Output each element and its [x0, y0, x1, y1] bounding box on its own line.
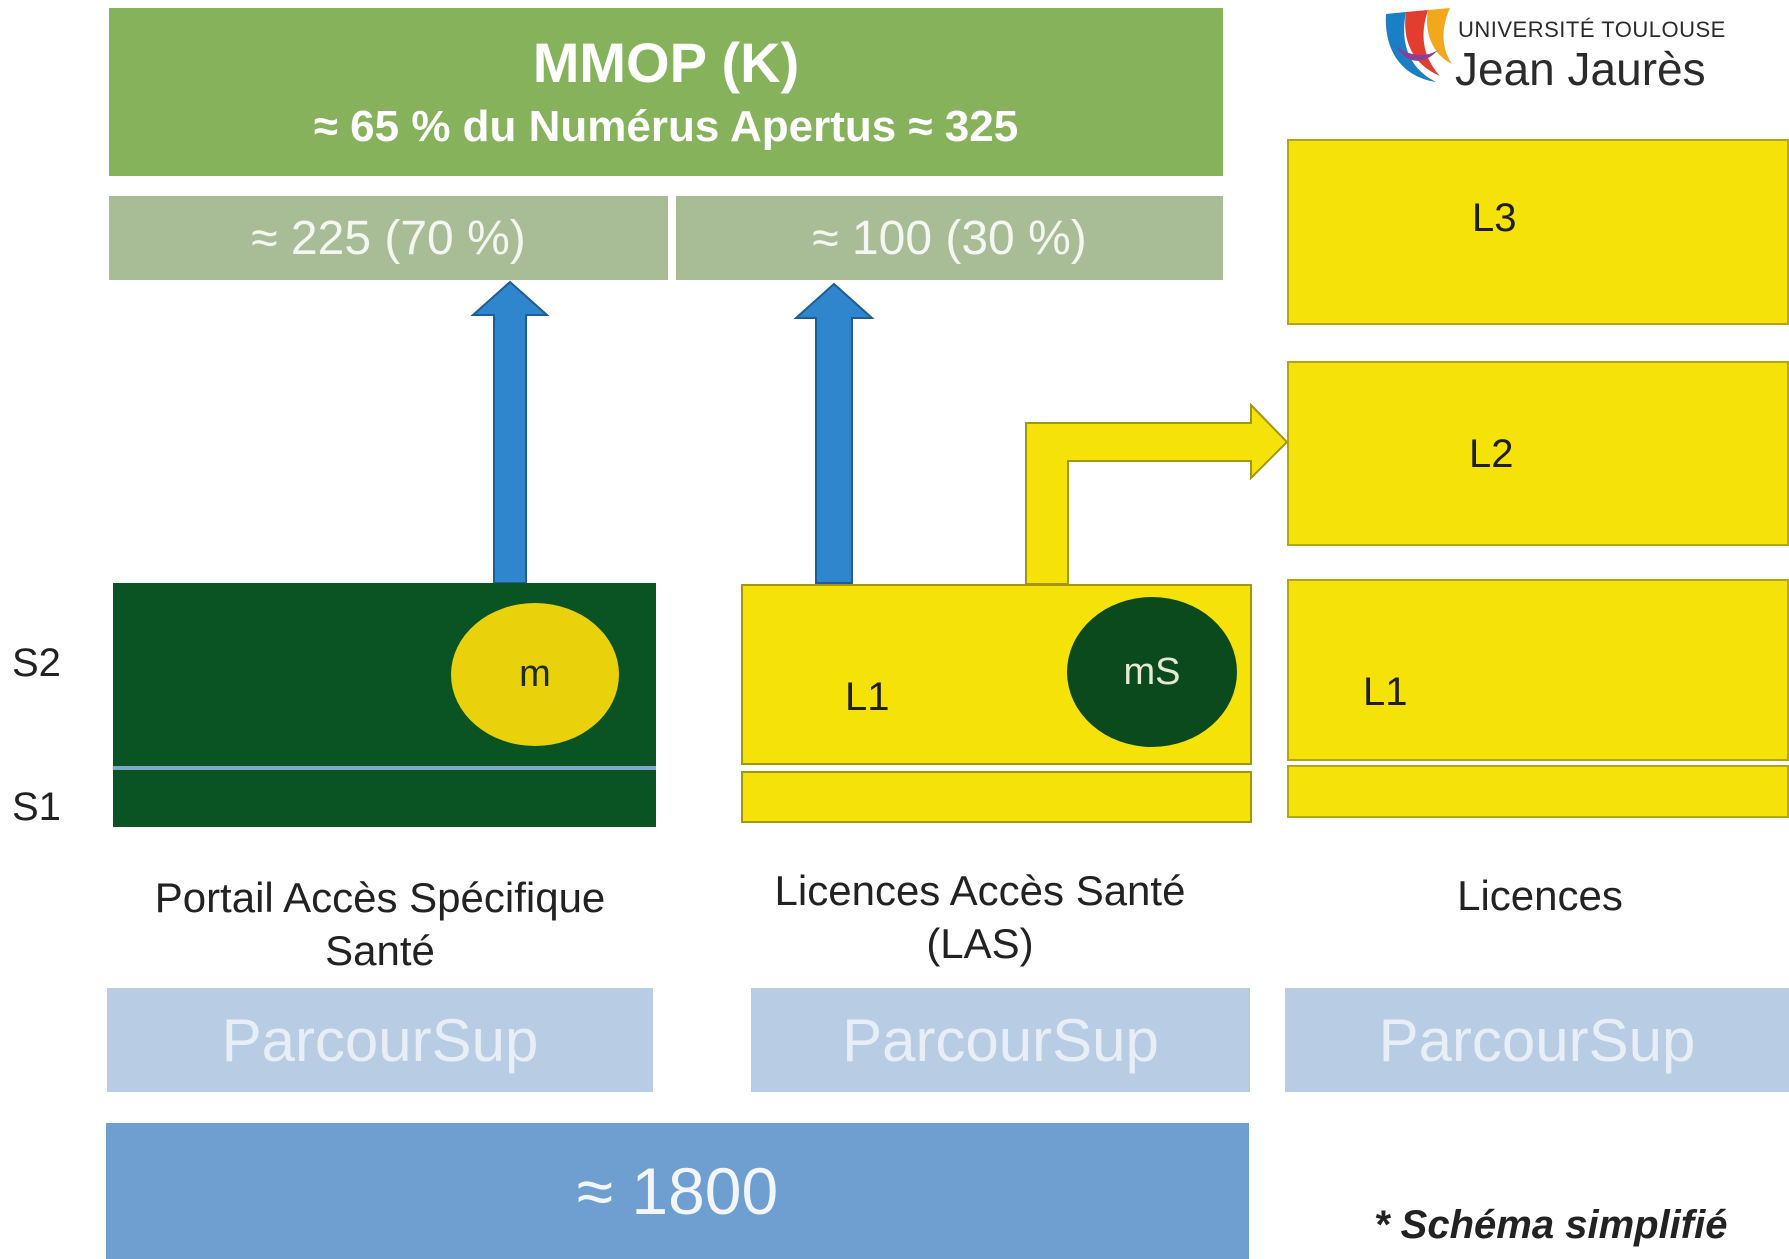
semester-divider — [113, 766, 656, 770]
university-logo-icon — [1378, 6, 1458, 86]
parcoursup-las-box: ParcourSup — [751, 988, 1250, 1092]
pass-column-title: Portail Accès Spécifique Santé — [154, 874, 606, 974]
licences-column-title: Licences — [1457, 872, 1623, 919]
licence-l2-block — [1287, 361, 1789, 546]
licence-s1-block — [1287, 765, 1789, 818]
logo-campus-name: Jean Jaurès — [1455, 43, 1706, 95]
mmop-subtitle: ≈ 65 % du Numérus Apertus ≈ 325 — [313, 102, 1019, 152]
licence-l1-block — [1287, 579, 1789, 761]
mmop-box: MMOP (K) ≈ 65 % du Numérus Apertus ≈ 325 — [109, 8, 1223, 176]
las-l1-label: L1 — [845, 675, 890, 719]
licence-l3-label: L3 — [1472, 196, 1517, 240]
minor-ms-circle: mS — [1067, 597, 1237, 747]
parcoursup-licences-box: ParcourSup — [1285, 988, 1789, 1092]
simplified-diagram-note: * Schéma simplifié — [1374, 1203, 1728, 1247]
parcoursup-pass-box: ParcourSup — [107, 988, 653, 1092]
licence-l1-label: L1 — [1363, 670, 1408, 714]
licence-l3-block — [1287, 139, 1789, 325]
pass-share-box: ≈ 225 (70 %) — [109, 196, 668, 280]
las-up-arrow — [793, 282, 875, 584]
pass-s1-block — [113, 770, 656, 827]
mmop-title: MMOP (K) — [532, 31, 800, 95]
las-share-box: ≈ 100 (30 %) — [676, 196, 1223, 280]
logo-university-name: UNIVERSITÉ TOULOUSE — [1458, 17, 1726, 42]
semester-s2-label: S2 — [12, 641, 61, 685]
las-column-title: Licences Accès Santé (LAS) — [774, 867, 1186, 967]
total-candidates-box: ≈ 1800 — [106, 1123, 1249, 1259]
pass-up-arrow — [470, 280, 550, 584]
semester-s1-label: S1 — [12, 785, 61, 829]
licence-l2-label: L2 — [1469, 432, 1514, 476]
minor-m-circle: m — [451, 603, 619, 746]
las-s1-block — [741, 771, 1252, 823]
las-to-l2-arrow — [1025, 402, 1289, 585]
